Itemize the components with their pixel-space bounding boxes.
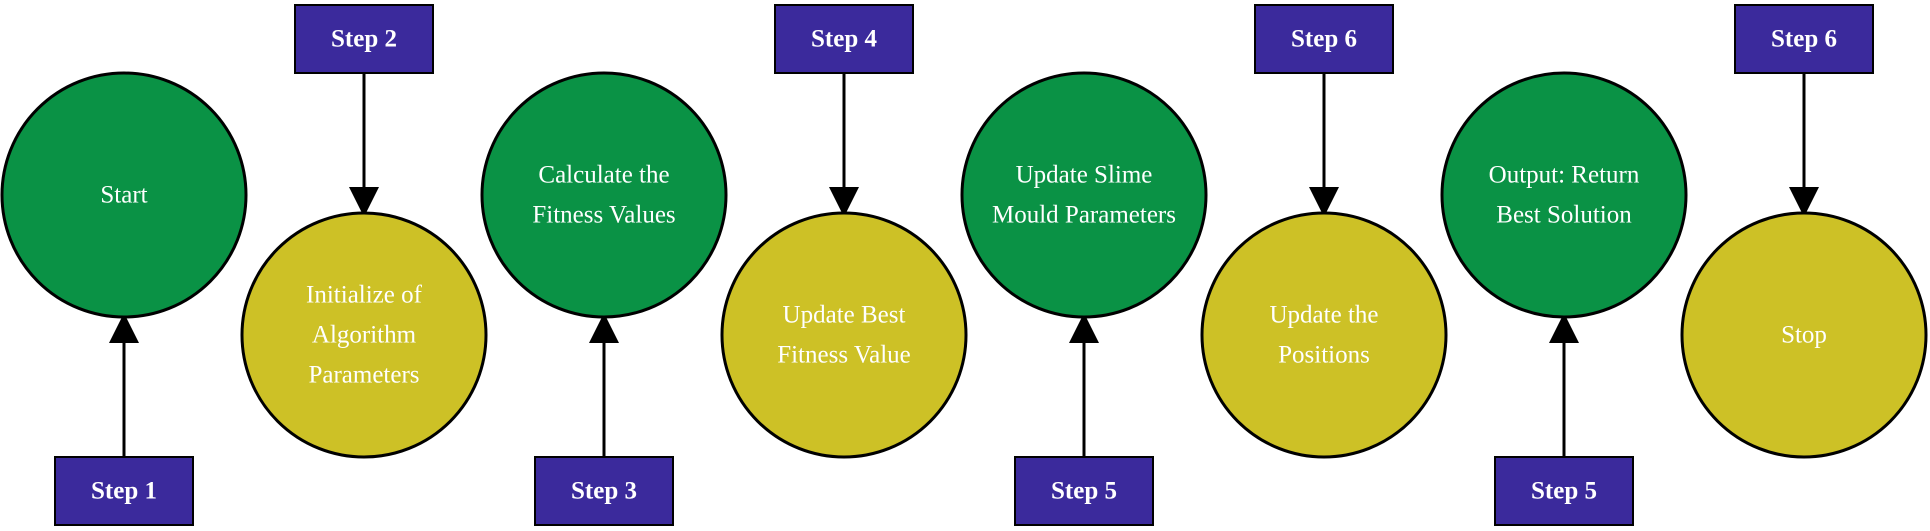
output-label-line: Best Solution	[1496, 202, 1632, 229]
step-label: Step 6	[1771, 26, 1837, 53]
update-slime-mould-label-line: Mould Parameters	[992, 202, 1176, 229]
step-box-rect	[54, 456, 194, 526]
step-box-rect	[1254, 4, 1394, 74]
start-label-line: Start	[100, 182, 147, 209]
step-box-rect	[294, 4, 434, 74]
step-labels: Step 1 Step 2 Step 3 Step 4 Step 5 Step 6 Step…	[54, 4, 1874, 526]
stop-node: Stop	[1680, 211, 1928, 459]
initialize-label-line: Initialize of	[306, 282, 423, 309]
step-label: Step 5	[1051, 478, 1117, 505]
update-positions-circle	[1200, 211, 1448, 459]
step-box: Step 5	[1494, 456, 1634, 526]
update-slime-mould-label-line: Update Slime	[1016, 162, 1153, 189]
step-box-rect	[534, 456, 674, 526]
stop-label-line: Stop	[1781, 322, 1827, 349]
calculate-fitness-label-line: Fitness Values	[532, 202, 675, 229]
output-circle	[1440, 71, 1688, 319]
output-label-line: Output: Return	[1489, 162, 1640, 189]
step-label: Step 2	[331, 26, 397, 53]
update-slime-mould-circle	[960, 71, 1208, 319]
step-label: Step 5	[1531, 478, 1597, 505]
step-box: Step 5	[1014, 456, 1154, 526]
step-box: Step 4	[774, 4, 914, 74]
step-box: Step 3	[534, 456, 674, 526]
calculate-fitness-circle	[480, 71, 728, 319]
step-box-rect	[774, 4, 914, 74]
update-best-fitness-circle	[720, 211, 968, 459]
step-box: Step 6	[1734, 4, 1874, 74]
update-positions-label-line: Positions	[1278, 342, 1370, 369]
step-box-rect	[1734, 4, 1874, 74]
step-box: Step 2	[294, 4, 434, 74]
start-circle	[0, 71, 248, 319]
step-box: Step 1	[54, 456, 194, 526]
connectors	[109, 73, 1819, 457]
step-label: Step 1	[91, 478, 157, 505]
step-label: Step 3	[571, 478, 637, 505]
update-positions-label-line: Update the	[1270, 302, 1379, 329]
initialize-circle	[240, 211, 488, 459]
update-best-fitness-label-line: Update Best	[783, 302, 906, 329]
step-box-rect	[1014, 456, 1154, 526]
calculate-fitness-label-line: Calculate the	[538, 162, 669, 189]
step-label: Step 6	[1291, 26, 1357, 53]
initialize-label-line: Algorithm	[312, 322, 417, 349]
step-box-rect	[1494, 456, 1634, 526]
update-best-fitness-label-line: Fitness Value	[777, 342, 911, 369]
step-label: Step 4	[811, 26, 877, 53]
step-box: Step 6	[1254, 4, 1394, 74]
start-node: Start	[0, 71, 248, 319]
initialize-label-line: Parameters	[308, 362, 419, 389]
stop-circle	[1680, 211, 1928, 459]
